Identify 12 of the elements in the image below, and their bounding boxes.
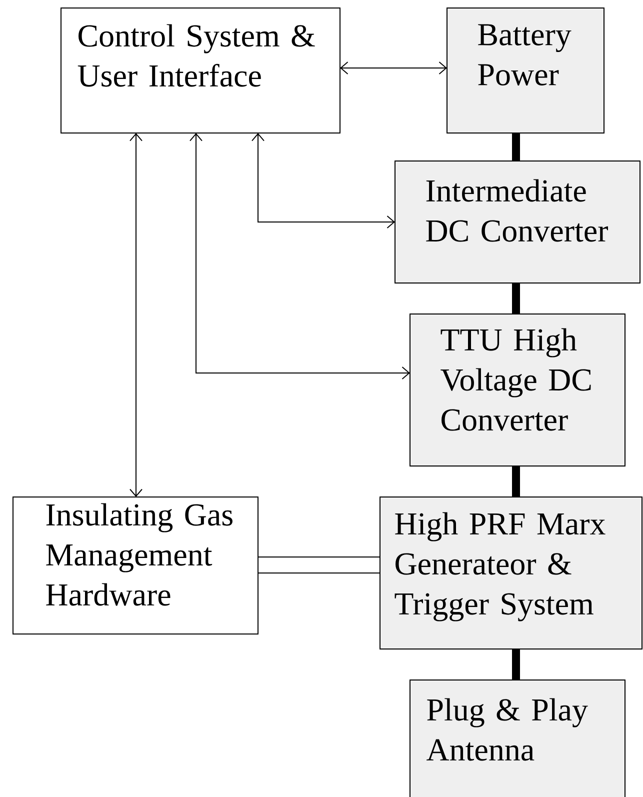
connector-arrow: [258, 556, 380, 574]
connector-arrow: [340, 62, 447, 74]
connector-arrow: [190, 133, 410, 380]
block-box: Battery Power: [446, 8, 604, 134]
block-box: Insulating Gas Management Hardware: [12, 496, 258, 634]
block-box: Intermediate DC Converter: [394, 160, 640, 284]
block-box: TTU High Voltage DC Converter: [410, 314, 626, 466]
block-box: High PRF Marx Generateor & Trigger System: [380, 496, 642, 650]
connector-arrow: [130, 133, 142, 497]
block-box: Plug & Play Antenna: [410, 680, 626, 797]
block-box: Control System & User Interface: [60, 8, 340, 134]
connector-arrow: [252, 133, 395, 228]
